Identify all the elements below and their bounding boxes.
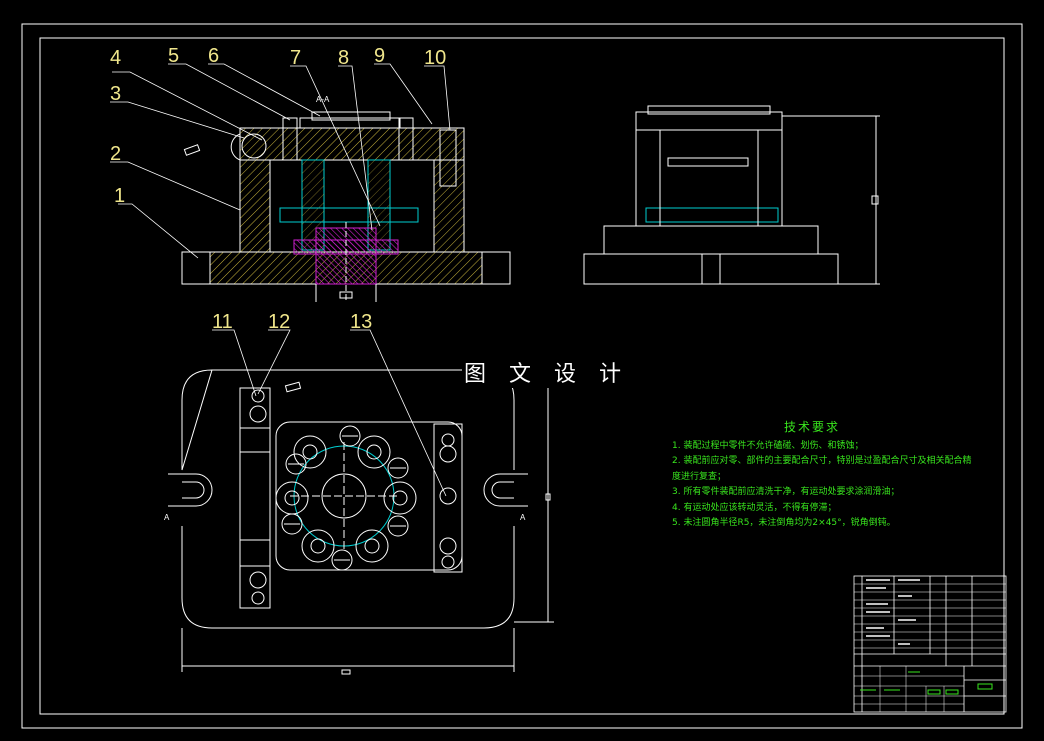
part-label-6: 6: [208, 45, 219, 67]
part-label-5: 5: [168, 45, 179, 67]
part-label-10: 10: [424, 47, 446, 69]
tech-req-item: 度进行复查；: [672, 471, 727, 482]
part-label-1: 1: [114, 185, 125, 207]
tech-req-item: 2. 装配前应对零、部件的主要配合尺寸，特别是过盈配合尺寸及相关配合精: [672, 456, 972, 466]
part-label-12: 12: [268, 311, 290, 333]
front-section-view: [181, 111, 511, 302]
view-marker-right: A: [520, 513, 526, 522]
part-label-13: 13: [350, 311, 372, 333]
leader-lines: [110, 63, 451, 497]
outer-border: [21, 23, 1023, 729]
part-label-4: 4: [110, 47, 121, 69]
part-label-7: 7: [290, 47, 301, 69]
part-label-8: 8: [338, 47, 349, 69]
part-label-3: 3: [110, 83, 121, 105]
technical-requirements: 技术要求 1. 装配过程中零件不允许磕碰、划伤、和锈蚀； 2. 装配前应对零、部…: [672, 420, 971, 532]
part-labels: 4 3 2 1 5 6 7 8 9 10 11 12 13: [110, 45, 446, 333]
tech-req-item: 1. 装配过程中零件不允许磕碰、划伤、和锈蚀；: [672, 440, 864, 451]
tech-req-item: 5. 未注圆角半径R5，未注倒角均为2×45°，锐角倒钝。: [672, 518, 896, 528]
tech-req-item: 3. 所有零件装配前应清洗干净，有运动处要求涂润滑油；: [672, 487, 900, 497]
title-block: [853, 575, 1007, 713]
view-marker-left: A: [164, 513, 170, 522]
part-label-11: 11: [212, 311, 233, 333]
section-label: A-A: [316, 95, 330, 104]
tech-req-title: 技术要求: [783, 420, 840, 434]
tech-req-item: 4. 有运动处应该转动灵活，不得有停滞；: [672, 502, 837, 513]
part-label-2: 2: [110, 143, 121, 165]
inner-border: [39, 37, 1005, 715]
watermark-text: 图 文 设 计: [462, 356, 631, 388]
side-view: [583, 105, 880, 285]
part-label-9: 9: [374, 45, 385, 67]
top-view: [168, 369, 554, 675]
